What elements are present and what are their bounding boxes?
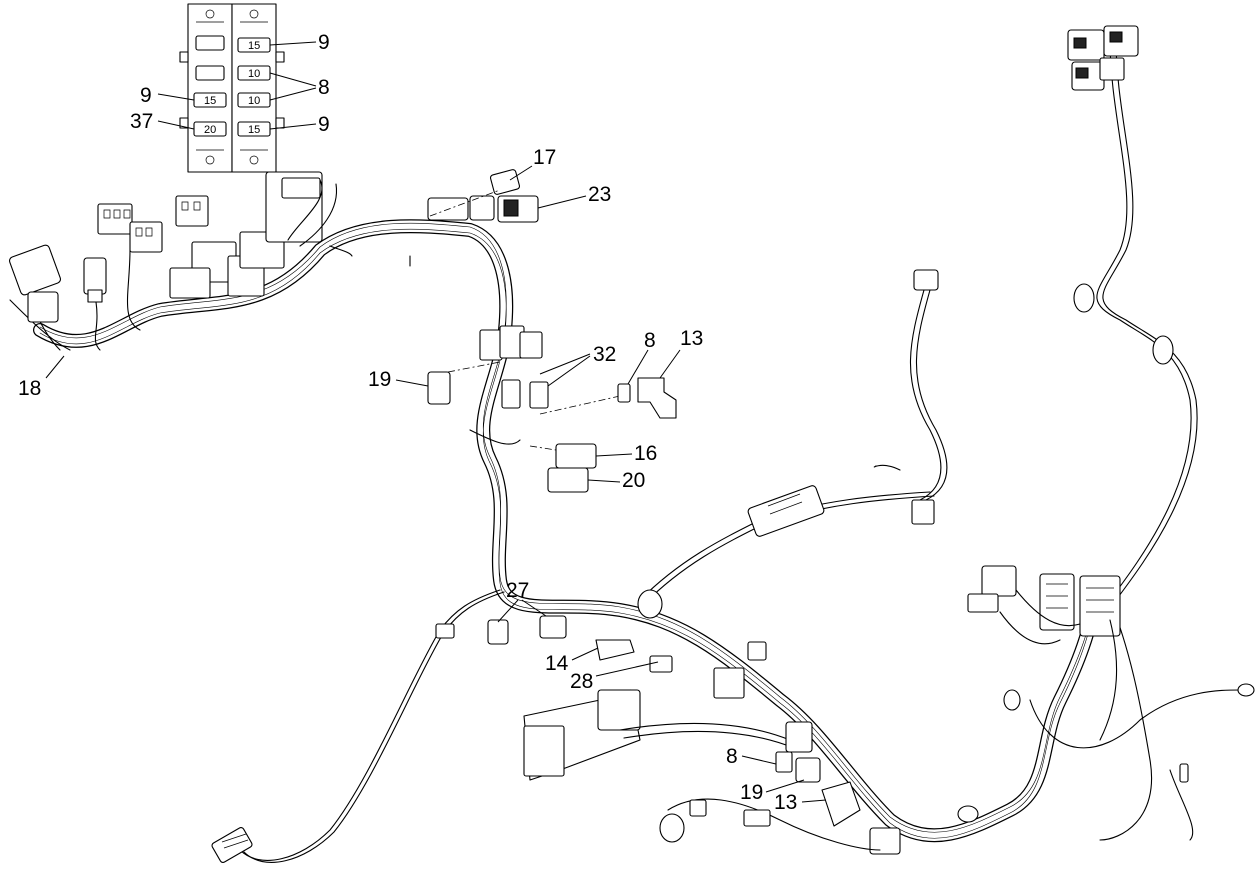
lower-left-branch <box>211 589 505 863</box>
callout-leaders <box>45 165 827 803</box>
center-right-cable <box>637 269 948 619</box>
callout-32: 32 <box>593 343 616 366</box>
callout-8-upper: 8 <box>644 329 656 352</box>
callout-9-fuse-top: 9 <box>318 31 330 54</box>
callout-17: 17 <box>533 146 556 169</box>
lower-center-components <box>435 615 979 855</box>
callout-9-fuse-left: 9 <box>140 84 152 107</box>
callout-23: 23 <box>588 183 611 206</box>
callout-20: 20 <box>622 469 645 492</box>
fuse-rating-3: 15 <box>204 95 216 107</box>
fuse-block: 15 10 15 10 20 15 <box>157 3 317 173</box>
callout-14: 14 <box>545 652 569 675</box>
fuse-rating-4: 10 <box>248 95 260 107</box>
ground-wire <box>1029 599 1255 841</box>
fuse-rating-2: 10 <box>248 68 260 80</box>
callout-28: 28 <box>570 670 593 693</box>
callout-13-lower: 13 <box>774 791 797 814</box>
fuse-rating-1: 15 <box>248 40 260 52</box>
fuse-rating-6: 15 <box>248 124 260 136</box>
callout-37-fuse: 37 <box>130 110 153 133</box>
callout-19-upper: 19 <box>368 368 391 391</box>
callout-27: 27 <box>506 579 529 602</box>
callout-19-lower: 19 <box>740 781 763 804</box>
right-connector-cluster <box>967 565 1121 741</box>
callout-8-lower: 8 <box>726 745 738 768</box>
upper-right-branch <box>1067 25 1198 601</box>
callout-18: 18 <box>18 377 41 400</box>
callout-16: 16 <box>634 442 657 465</box>
callout-13-upper: 13 <box>680 327 703 350</box>
callout-8-fuse: 8 <box>318 76 330 99</box>
main-harness-trunk <box>33 219 1102 843</box>
upper-left-components <box>9 171 411 351</box>
callout-labels: 9 8 9 37 9 17 23 18 19 32 8 13 16 20 27 … <box>18 31 797 814</box>
callout-9-fuse-bottom: 9 <box>318 113 330 136</box>
upper-center-components <box>427 169 677 493</box>
fuse-rating-5: 20 <box>204 124 216 136</box>
